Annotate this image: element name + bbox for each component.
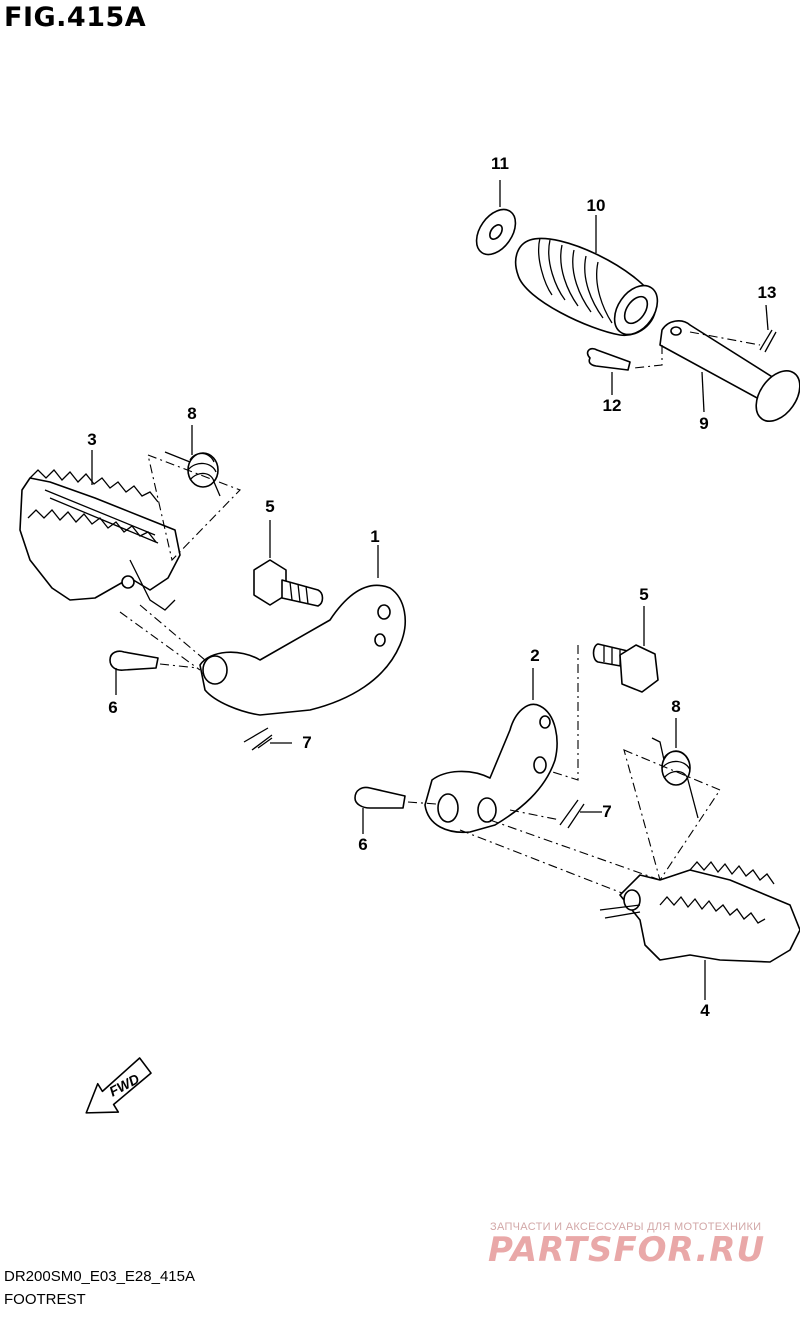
callout-12: 12 xyxy=(602,396,622,415)
part-4-footrest-right xyxy=(599,860,800,1000)
callout-2: 2 xyxy=(530,646,540,665)
figure-title: FIG.415A xyxy=(4,2,147,33)
part-8-spring-upper xyxy=(147,425,241,562)
part-6-bolt-upper xyxy=(109,650,199,695)
part-8-spring-lower xyxy=(623,718,721,882)
diagram-code: DR200SM0_E03_E28_415A xyxy=(4,1268,195,1285)
callout-8-lower: 8 xyxy=(671,697,681,716)
fwd-arrow-icon: FWD xyxy=(85,1057,152,1114)
callout-10: 10 xyxy=(586,196,606,215)
part-2-bracket-right xyxy=(424,668,661,901)
watermark-text: ЗАПЧАСТИ И АКСЕССУАРЫ ДЛЯ МОТОТЕХНИКИ xyxy=(490,1221,762,1233)
callout-11: 11 xyxy=(491,154,509,173)
callout-4: 4 xyxy=(700,1001,710,1020)
part-11-washer xyxy=(475,180,517,256)
part-3-footrest-left xyxy=(19,450,181,611)
callout-7-upper: 7 xyxy=(302,733,312,752)
part-10-footrest-rubber xyxy=(514,215,659,337)
callout-6-upper: 6 xyxy=(108,698,118,717)
callout-13: 13 xyxy=(757,283,777,302)
diagram-name: FOOTREST xyxy=(4,1291,86,1308)
callout-8-upper: 8 xyxy=(187,404,197,423)
callout-3: 3 xyxy=(87,430,97,449)
part-6-bolt-lower xyxy=(354,786,437,834)
part-7-cotter-pin-lower xyxy=(509,799,602,829)
part-5-bolt-upper xyxy=(253,520,324,607)
watermark-logo: PARTSFOR.RU xyxy=(488,1230,766,1270)
part-7-cotter-pin-upper xyxy=(243,727,292,751)
part-5-bolt-lower xyxy=(539,606,659,781)
part-13-cotter-pin xyxy=(689,304,777,353)
callout-5-upper: 5 xyxy=(265,497,275,516)
part-9-footrest-pin xyxy=(633,320,800,422)
callout-7-lower: 7 xyxy=(602,802,612,821)
callout-1: 1 xyxy=(370,527,380,546)
callout-6-lower: 6 xyxy=(358,835,368,854)
part-12-pin xyxy=(586,347,631,395)
part-1-bracket-left xyxy=(119,545,406,716)
callout-5-lower: 5 xyxy=(639,585,649,604)
callout-9: 9 xyxy=(699,414,709,433)
